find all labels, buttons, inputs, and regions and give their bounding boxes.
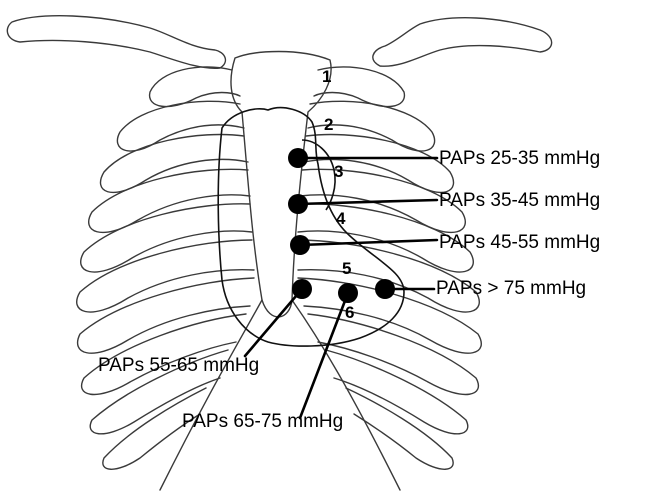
point-55-65 [292,279,312,299]
label-paps-65-75: PAPs 65-75 mmHg [182,412,343,431]
right-clavicle [373,18,552,66]
label-paps-45-55: PAPs 45-55 mmHg [439,233,600,252]
interspace-number-1: 1 [322,68,331,85]
label-paps-gt-75: PAPs > 75 mmHg [436,279,586,298]
label-paps-35-45: PAPs 35-45 mmHg [439,191,600,210]
interspace-number-4: 4 [336,210,345,227]
right-ribs [77,67,254,469]
point-gt-75 [375,279,395,299]
interspace-number-5: 5 [342,260,351,277]
left-clavicle [7,16,225,69]
point-25-35 [288,148,308,168]
point-35-45 [288,194,308,214]
interspace-number-3: 3 [334,163,343,180]
point-65-75 [338,283,358,303]
label-paps-25-35: PAPs 25-35 mmHg [439,149,600,168]
interspace-number-6: 6 [345,304,354,321]
leader-line-65-75 [300,293,348,418]
point-45-55 [290,235,310,255]
label-paps-55-65: PAPs 55-65 mmHg [98,356,259,375]
septal-line [302,140,335,210]
sternum [231,52,331,317]
interspace-number-2: 2 [324,116,333,133]
